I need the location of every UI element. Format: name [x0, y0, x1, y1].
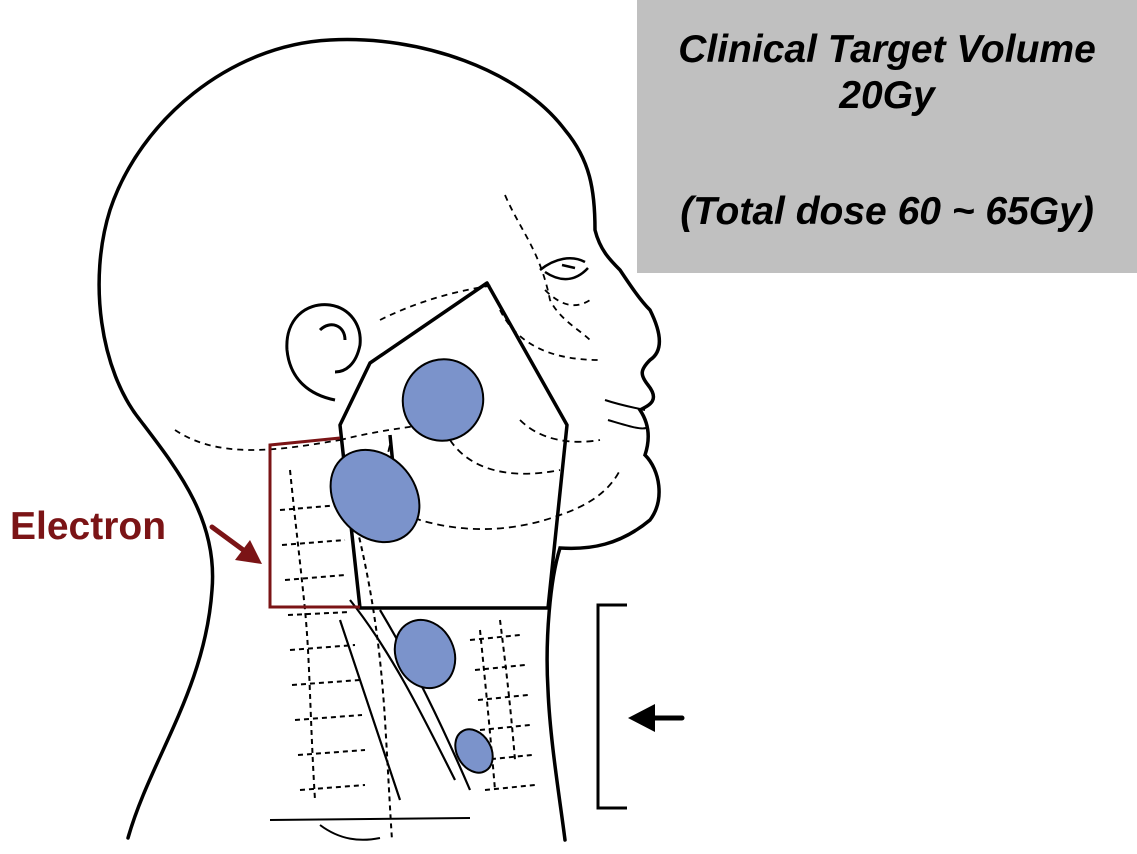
right-bracket-icon [598, 605, 627, 808]
arrow-left-icon [628, 704, 682, 732]
skull-dashed-contours [175, 195, 600, 450]
dose-value: 20Gy [637, 72, 1137, 119]
head-outline [99, 40, 659, 840]
eye [540, 258, 588, 279]
total-dose-note: (Total dose 60 ~ 65Gy) [637, 188, 1137, 235]
ear [287, 305, 360, 400]
lymph-node-upper [388, 344, 498, 455]
dose-annotation-box: Clinical Target Volume 20Gy (Total dose … [637, 0, 1137, 273]
electron-label: Electron [10, 505, 166, 549]
lymph-node-bottom [448, 723, 500, 780]
mouth [605, 400, 646, 428]
lower-neck-base [270, 818, 470, 840]
mandible-dashed [386, 420, 620, 529]
target-volume-title: Clinical Target Volume [637, 26, 1137, 73]
lymph-node-lower [384, 610, 466, 698]
arrow-down-right-icon [212, 527, 262, 564]
